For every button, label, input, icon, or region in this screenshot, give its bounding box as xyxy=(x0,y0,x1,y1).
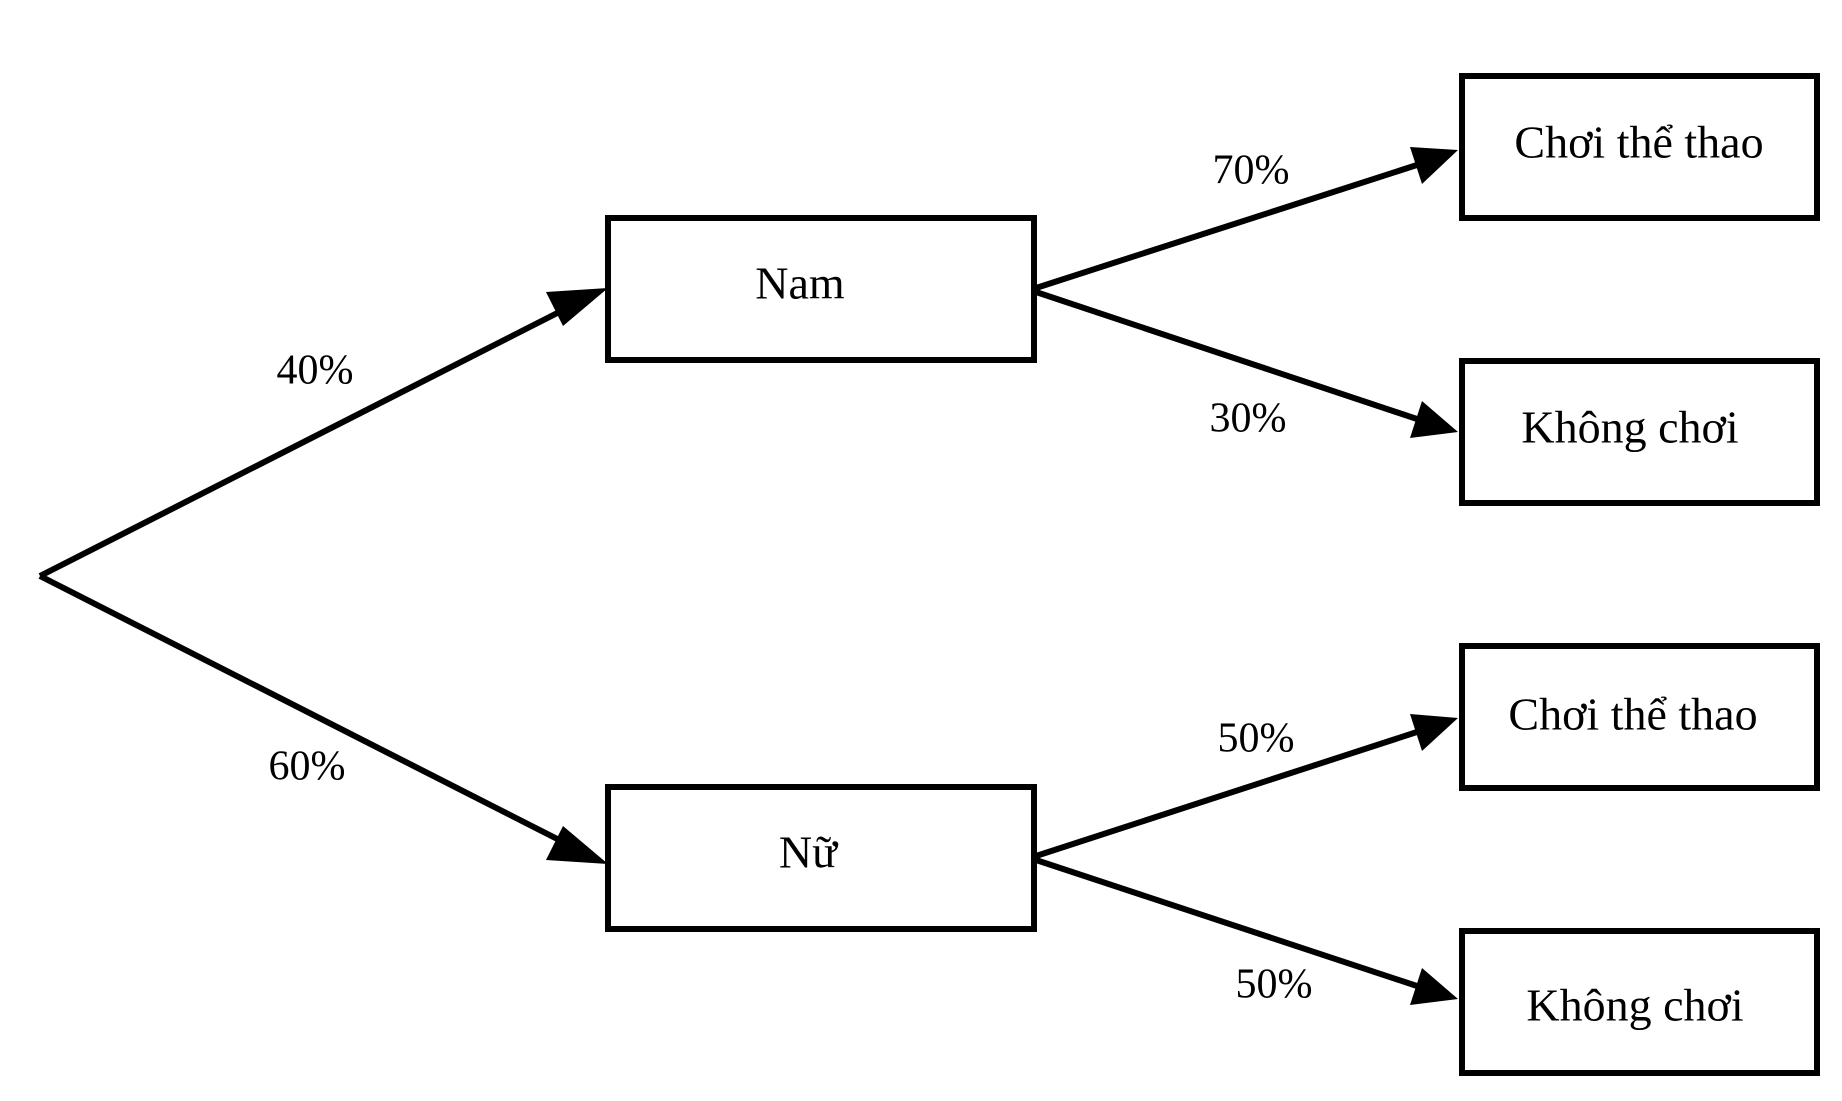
edge-male-to-not-playing xyxy=(1035,289,1458,438)
node-male-not-playing: Không chơi xyxy=(1459,358,1820,506)
edge-root-to-male xyxy=(38,288,608,579)
edge-root-to-female xyxy=(38,573,608,864)
edge-label-male-to-plays: 70% xyxy=(1213,148,1290,194)
edge-label-root-to-male: 40% xyxy=(277,348,354,394)
node-male-plays-sport-label: Chơi thể thao xyxy=(1514,117,1763,168)
edge-female-to-plays xyxy=(1035,714,1458,859)
edge-female-to-not-playing xyxy=(1035,857,1458,1005)
node-female: Nữ xyxy=(605,784,1037,932)
edge-label-root-to-female: 60% xyxy=(269,744,346,790)
node-male-label: Nam xyxy=(755,258,845,309)
edge-label-female-to-plays: 50% xyxy=(1218,716,1295,762)
node-female-plays-sport: Chơi thể thao xyxy=(1459,643,1820,791)
node-male: Nam xyxy=(605,215,1037,363)
node-female-plays-sport-label: Chơi thể thao xyxy=(1508,689,1757,740)
edge-label-female-to-not-playing: 50% xyxy=(1236,962,1313,1008)
node-female-label: Nữ xyxy=(779,827,839,878)
edge-male-to-plays xyxy=(1035,147,1458,291)
node-male-plays-sport: Chơi thể thao xyxy=(1459,73,1820,221)
node-female-not-playing: Không chơi xyxy=(1459,928,1820,1076)
edge-label-male-to-not-playing: 30% xyxy=(1210,396,1287,442)
node-male-not-playing-label: Không chơi xyxy=(1521,402,1738,453)
node-female-not-playing-label: Không chơi xyxy=(1526,980,1743,1031)
